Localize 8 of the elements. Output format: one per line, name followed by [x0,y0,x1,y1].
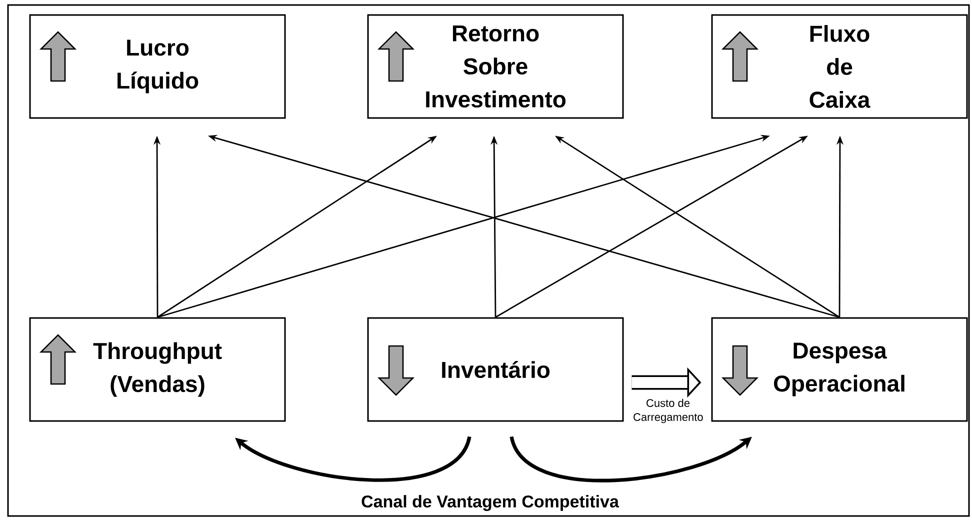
text-box: Retorno Sobre Investimento [367,14,624,119]
text-box: Despesa Operacional [711,317,968,422]
edge-label: Custo de Carregamento [632,398,704,424]
text-box: Inventário [367,317,624,422]
text-box: Throughput (Vendas) [29,317,286,422]
caption-label: Canal de Vantagem Competitiva [362,495,620,511]
text-box: Lucro Líquido [29,14,286,119]
text-box: Fluxo de Caixa [711,14,968,119]
